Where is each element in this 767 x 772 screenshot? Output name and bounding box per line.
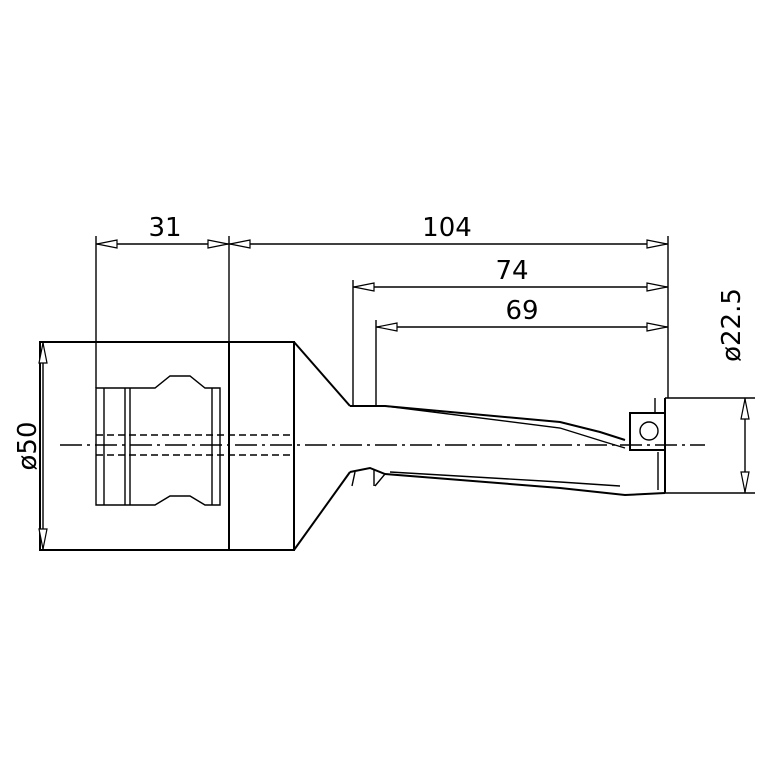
dimension-74: 74	[352, 256, 668, 406]
shank-cavity	[95, 375, 221, 506]
dimension-d22-5: ø22.5	[665, 288, 755, 494]
dim-label-31: 31	[148, 213, 181, 243]
dimension-d50: ø50	[13, 342, 48, 550]
dimension-104: 104	[229, 213, 669, 398]
insert	[629, 412, 666, 451]
dim-label-74: 74	[495, 256, 528, 286]
dim-label-d22-5: ø22.5	[717, 288, 747, 362]
dim-label-69: 69	[505, 296, 538, 326]
drill-body	[349, 398, 666, 497]
shank-body	[39, 341, 295, 551]
dimension-69: 69	[375, 296, 668, 406]
dim-label-d50: ø50	[13, 422, 43, 471]
neck-taper	[293, 341, 351, 551]
dim-label-104: 104	[422, 213, 472, 243]
coolant-channels	[96, 434, 294, 456]
dimension-31: 31	[95, 213, 230, 388]
